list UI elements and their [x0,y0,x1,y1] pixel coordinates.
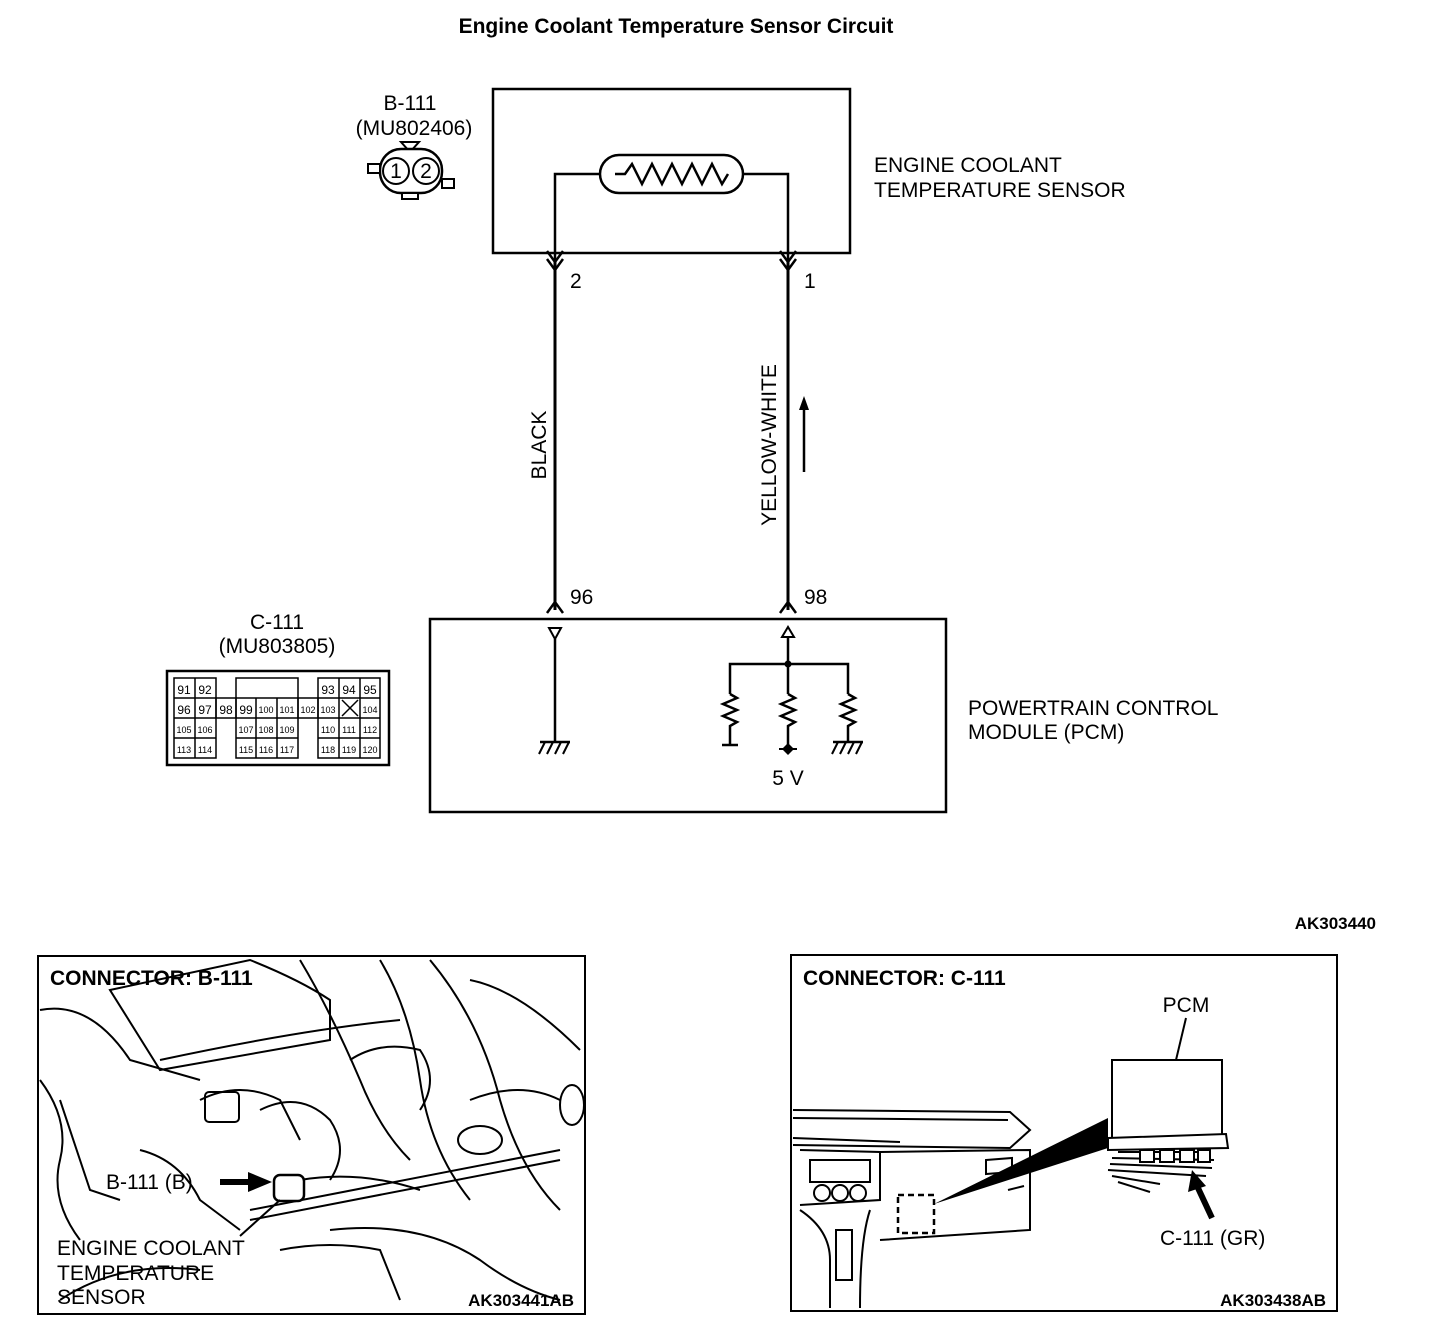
panel-right-code: AK303438AB [1220,1291,1326,1310]
panel-left-callout: B-111 (B) [106,1171,193,1194]
connector-c111-id: C-111 [250,611,304,634]
panel-left-label-line3: SENSOR [57,1286,146,1309]
panel-left-label-line2: TEMPERATURE [57,1262,214,1285]
connector-c111: C-111 (MU803805) 91 [165,611,391,767]
pull-down-resistor-icon [719,692,741,745]
wire-yellow-white-label: YELLOW-WHITE [758,364,781,526]
pcm-pin-96: 96 [570,586,593,609]
pcm-label-line1: POWERTRAIN CONTROL [968,697,1218,720]
svg-text:108: 108 [258,725,273,735]
pcm-pin-98: 98 [804,586,827,609]
connector-b111-pin-2 [412,157,440,185]
panel-left-header: CONNECTOR: B-111 [50,967,253,990]
zoom-pointer-icon [934,1118,1108,1204]
svg-text:117: 117 [280,745,294,755]
svg-text:99: 99 [239,703,253,717]
svg-text:102: 102 [300,705,315,715]
svg-text:115: 115 [239,745,253,755]
svg-text:101: 101 [279,705,294,715]
panel-right-header: CONNECTOR: C-111 [803,967,1006,990]
connector-key-icon [398,141,422,154]
svg-text:100: 100 [258,705,273,715]
connector-b111-part: (MU802406) [356,117,473,140]
svg-text:107: 107 [238,725,253,735]
svg-text:1: 1 [390,160,402,183]
svg-text:103: 103 [320,705,335,715]
pcm-module-illustration [1107,1059,1230,1193]
panel-left-label-line1: ENGINE COOLANT [57,1237,245,1260]
connector-b111-pin-1 [382,157,410,185]
ground-resistor-icon [837,692,859,742]
leader-line [239,1199,281,1237]
connector-b111: B-111 (MU802406) 1 2 [356,92,473,200]
svg-text:111: 111 [342,725,356,735]
engine-bay-illustration [39,958,585,1301]
ground-icon [831,740,863,755]
pin-98-terminal-icon [778,599,798,614]
svg-text:116: 116 [259,745,273,755]
pin-96-terminal-icon [545,599,565,614]
panel-right-pcm-label: PCM [1163,994,1210,1017]
diagram-title: Engine Coolant Temperature Sensor Circui… [459,15,894,38]
svg-text:92: 92 [198,683,212,697]
figure-code-main: AK303440 [1295,914,1376,933]
svg-text:106: 106 [197,725,212,735]
wire-black-label: BLACK [528,411,551,480]
sensor-pin-1: 1 [804,270,816,293]
panel-right-callout: C-111 (GR) [1160,1227,1265,1250]
svg-text:2: 2 [420,160,432,183]
svg-text:98: 98 [219,703,233,717]
svg-text:94: 94 [342,683,356,697]
svg-text:105: 105 [176,725,191,735]
wires: BLACK YELLOW-WHITE [528,262,809,610]
svg-text:93: 93 [321,683,335,697]
sensor-label-line2: TEMPERATURE SENSOR [874,179,1126,202]
panel-connector-b111: CONNECTOR: B-111 B-111 (B) ENGINE COOLAN… [37,955,586,1315]
svg-text:119: 119 [342,745,356,755]
sensor-pin-2: 2 [570,270,582,293]
connector-b111-id: B-111 [384,92,437,115]
svg-text:96: 96 [177,703,191,717]
svg-text:91: 91 [177,683,191,697]
b111-connector-photo [272,1173,306,1203]
svg-text:113: 113 [177,745,191,755]
svg-text:95: 95 [363,683,377,697]
connector-c111-part: (MU803805) [219,635,336,658]
svg-text:120: 120 [362,745,377,755]
sensor-box: 2 1 ENGINE COOLANT TEMPERATURE SENSOR [491,87,1126,293]
pcm-box: 96 98 [428,586,1218,814]
svg-text:104: 104 [362,705,377,715]
panel-left-code: AK303441AB [468,1291,574,1310]
svg-text:109: 109 [279,725,294,735]
pcm-location-marker [896,1193,936,1235]
svg-text:114: 114 [198,745,212,755]
resistor-zigzag [615,161,730,187]
pcm-label-line2: MODULE (PCM) [968,721,1124,744]
pcm-supply-voltage: 5 V [772,767,804,790]
svg-text:112: 112 [363,725,377,735]
svg-text:97: 97 [198,703,212,717]
svg-text:110: 110 [321,725,335,735]
svg-text:118: 118 [321,745,335,755]
sensor-label-line1: ENGINE COOLANT [874,154,1062,177]
panel-connector-c111: CONNECTOR: C-111 PCM [790,954,1338,1312]
pull-up-resistor-icon [777,692,799,749]
arrow-up-icon [1195,1186,1215,1220]
ground-icon [538,740,570,755]
dashboard-illustration [792,1109,1032,1309]
